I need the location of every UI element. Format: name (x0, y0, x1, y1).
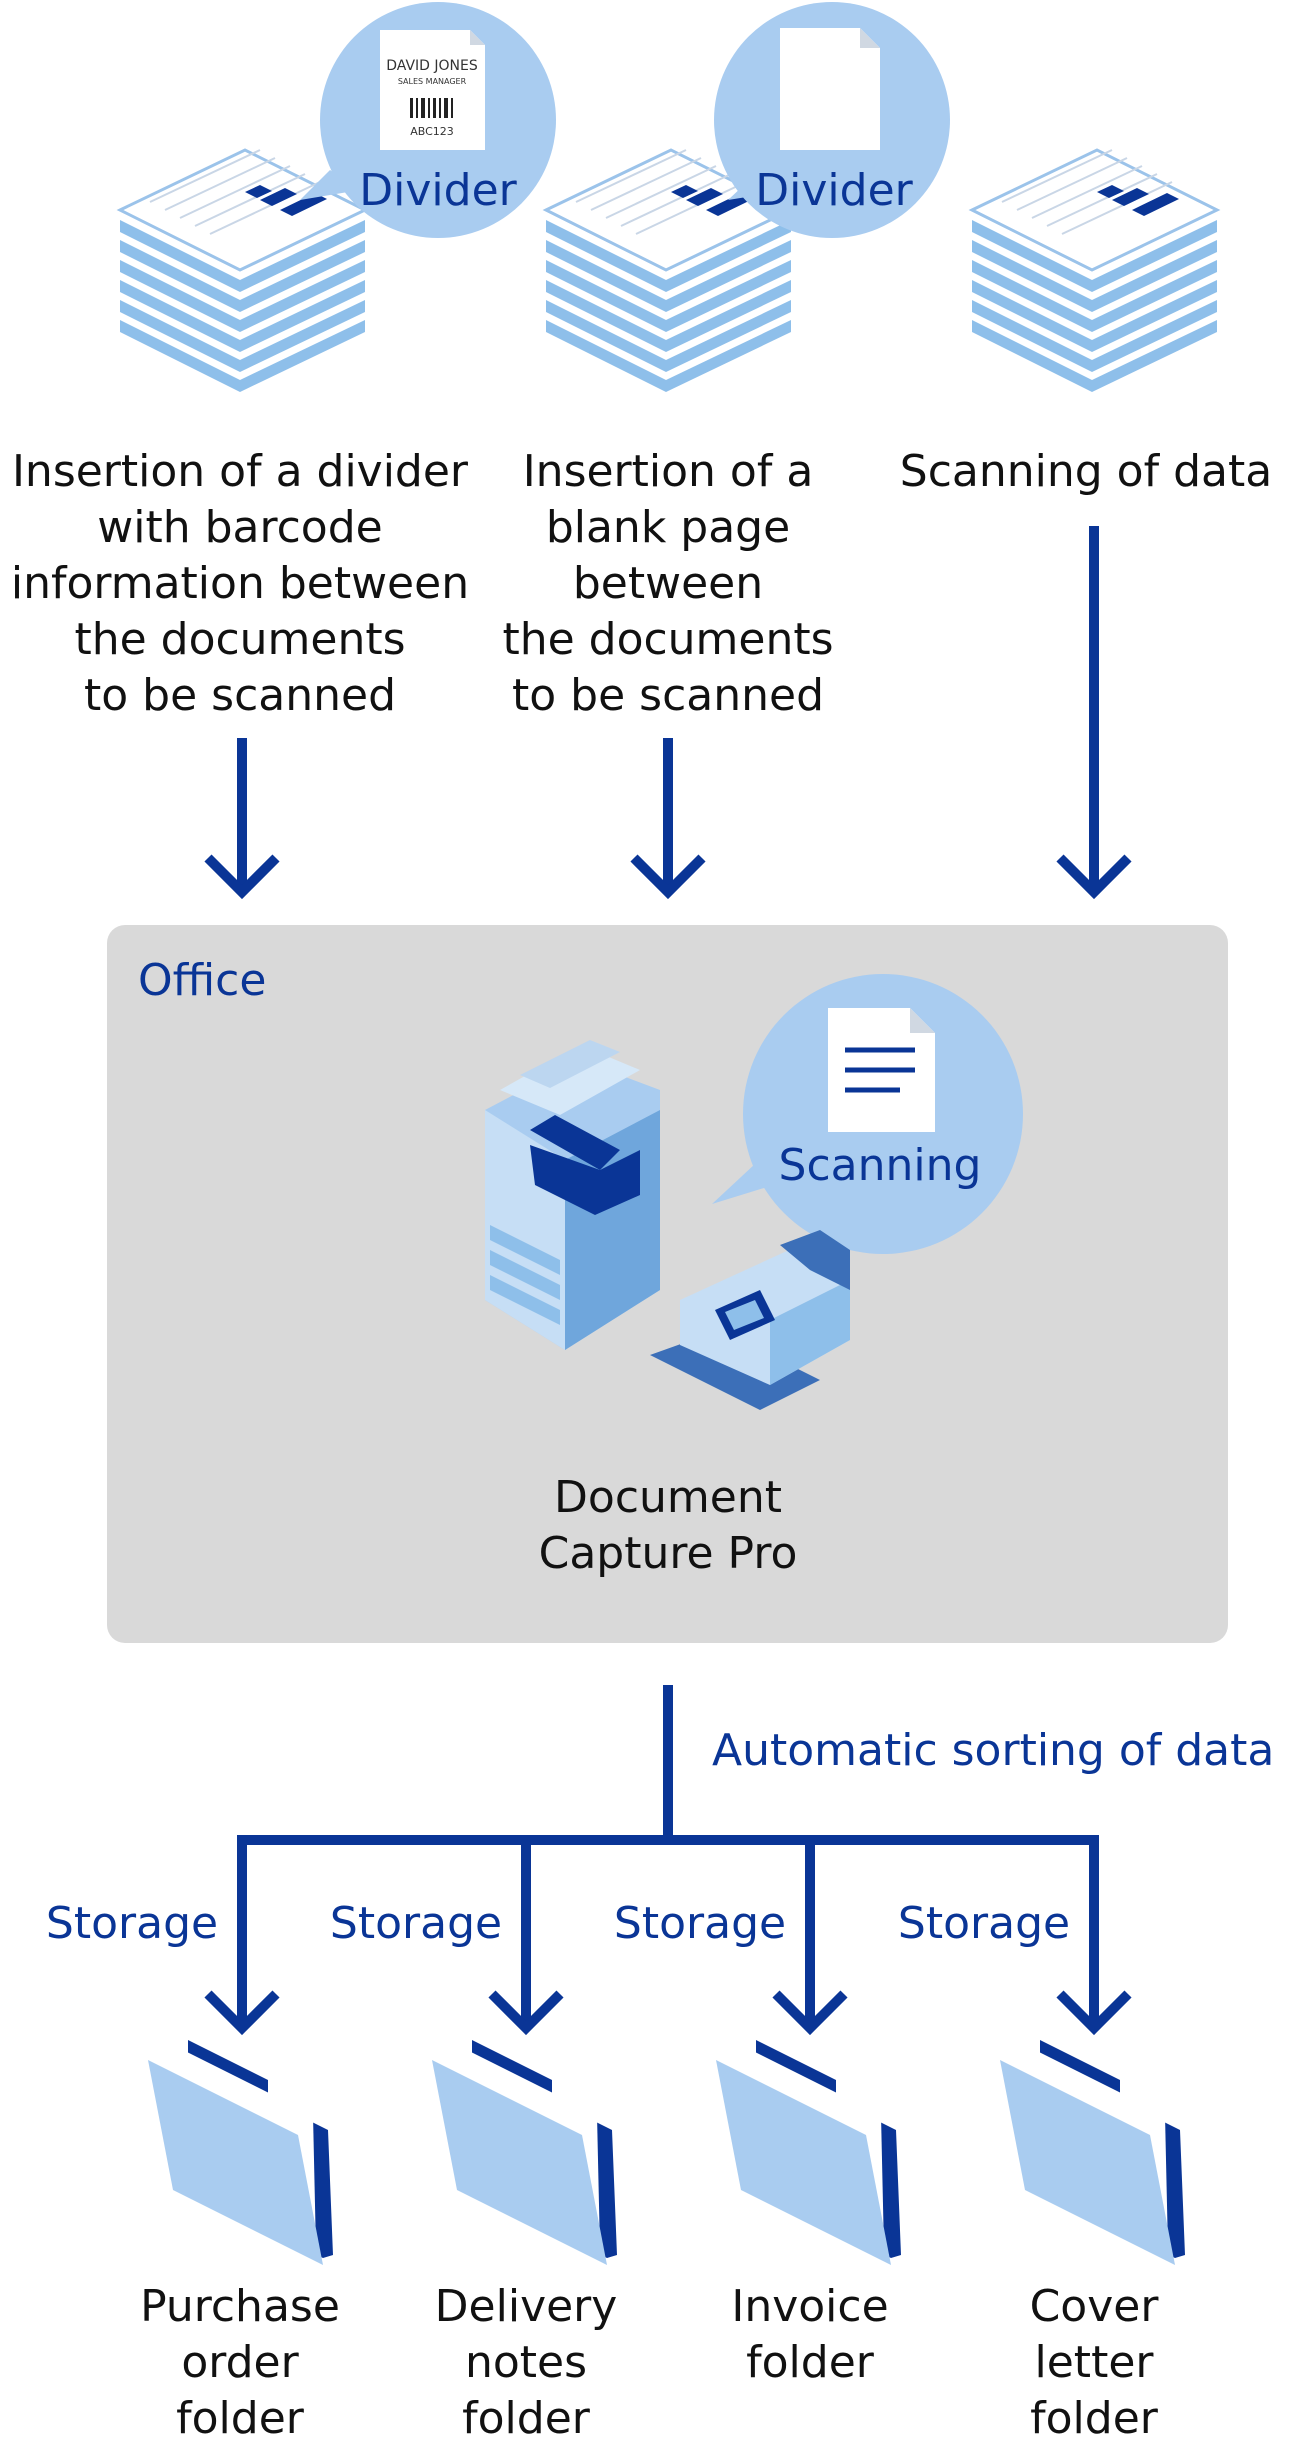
scanning-bubble: Scanning (712, 974, 1023, 1254)
sorting-tree: Automatic sorting of data (204, 1685, 1274, 2036)
caption-line: the documents (502, 614, 833, 665)
caption-line: the documents (74, 614, 405, 665)
folder-name-line: Purchase (140, 2281, 340, 2332)
storage-label: Storage (46, 1898, 218, 1949)
folder-icon (148, 2040, 333, 2265)
source-2: Divider Insertion of a blank page betwee… (502, 2, 950, 721)
down-arrow (204, 738, 280, 900)
folder-1: Purchase order folder (140, 2040, 340, 2440)
paper-stack-icon (968, 148, 1221, 392)
down-arrow (488, 1990, 564, 2036)
folder-name-line: letter (1035, 2337, 1155, 2388)
storage-label: Storage (330, 1898, 502, 1949)
down-arrow (1056, 526, 1132, 900)
down-arrow (772, 1990, 848, 2036)
folder-icon (716, 2040, 901, 2265)
folder-icon (432, 2040, 617, 2265)
sorting-label: Automatic sorting of data (712, 1725, 1274, 1776)
office-panel: Office Scanning (107, 925, 1228, 1643)
caption-line: between (573, 558, 763, 609)
folder-name-line: order (181, 2337, 299, 2388)
card-code: ABC123 (410, 125, 454, 138)
folder-name-line: folder (462, 2393, 591, 2440)
folder-name-line: Cover (1030, 2281, 1160, 2332)
barcode-icon (410, 98, 453, 118)
folder-name-line: folder (746, 2337, 875, 2388)
folder-2: Delivery notes folder (432, 2040, 617, 2440)
card-title: SALES MANAGER (398, 77, 467, 86)
caption-line: Insertion of a divider (12, 446, 469, 497)
down-arrow (204, 1990, 280, 2036)
paper-stack-icon (542, 148, 795, 392)
folder-4: Cover letter folder (1000, 2040, 1185, 2440)
scanning-label: Scanning (779, 1140, 982, 1191)
storage-label: Storage (898, 1898, 1070, 1949)
paper-stack-icon (116, 148, 369, 392)
office-label: Office (138, 955, 266, 1006)
folder-name-line: Delivery (435, 2281, 618, 2332)
printer-icon (485, 1040, 660, 1350)
caption-line: blank page (546, 502, 790, 553)
divider-label: Divider (359, 165, 517, 216)
caption-line: to be scanned (84, 670, 396, 721)
caption-line: with barcode (97, 502, 382, 553)
software-name-line: Document (554, 1472, 782, 1523)
divider-bubble: DAVID JONES SALES MANAGER ABC123 Divider (300, 2, 556, 238)
storage-label: Storage (614, 1898, 786, 1949)
caption-line: information between (11, 558, 469, 609)
caption-line: to be scanned (512, 670, 824, 721)
software-name-line: Capture Pro (539, 1528, 798, 1579)
folder-icon (1000, 2040, 1185, 2265)
folder-3: Invoice folder (716, 2040, 901, 2388)
source-2-caption: Insertion of a blank page between the do… (502, 446, 833, 721)
blank-page-icon (780, 28, 880, 150)
divider-label: Divider (755, 165, 913, 216)
software-name: Document Capture Pro (539, 1472, 798, 1579)
document-icon (828, 1008, 935, 1132)
folder-name-line: folder (176, 2393, 305, 2440)
divider-bubble: Divider (714, 2, 950, 238)
scanner-icon (650, 1230, 850, 1410)
caption-line: Insertion of a (523, 446, 814, 497)
folder-name-line: folder (1030, 2393, 1159, 2440)
source-3: Scanning of data (900, 148, 1272, 497)
down-arrow (1056, 1990, 1132, 2036)
source-1: DAVID JONES SALES MANAGER ABC123 Divider… (11, 2, 556, 721)
down-arrow (630, 738, 706, 900)
card-name: DAVID JONES (386, 58, 478, 74)
folder-name-line: notes (465, 2337, 587, 2388)
folder-name-line: Invoice (731, 2281, 888, 2332)
source-1-caption: Insertion of a divider with barcode info… (11, 446, 469, 721)
storage-labels: Storage Storage Storage Storage (46, 1898, 1070, 1949)
barcode-divider-icon: DAVID JONES SALES MANAGER ABC123 (380, 30, 485, 150)
caption-line: Scanning of data (900, 446, 1272, 497)
input-arrows (204, 526, 1132, 900)
